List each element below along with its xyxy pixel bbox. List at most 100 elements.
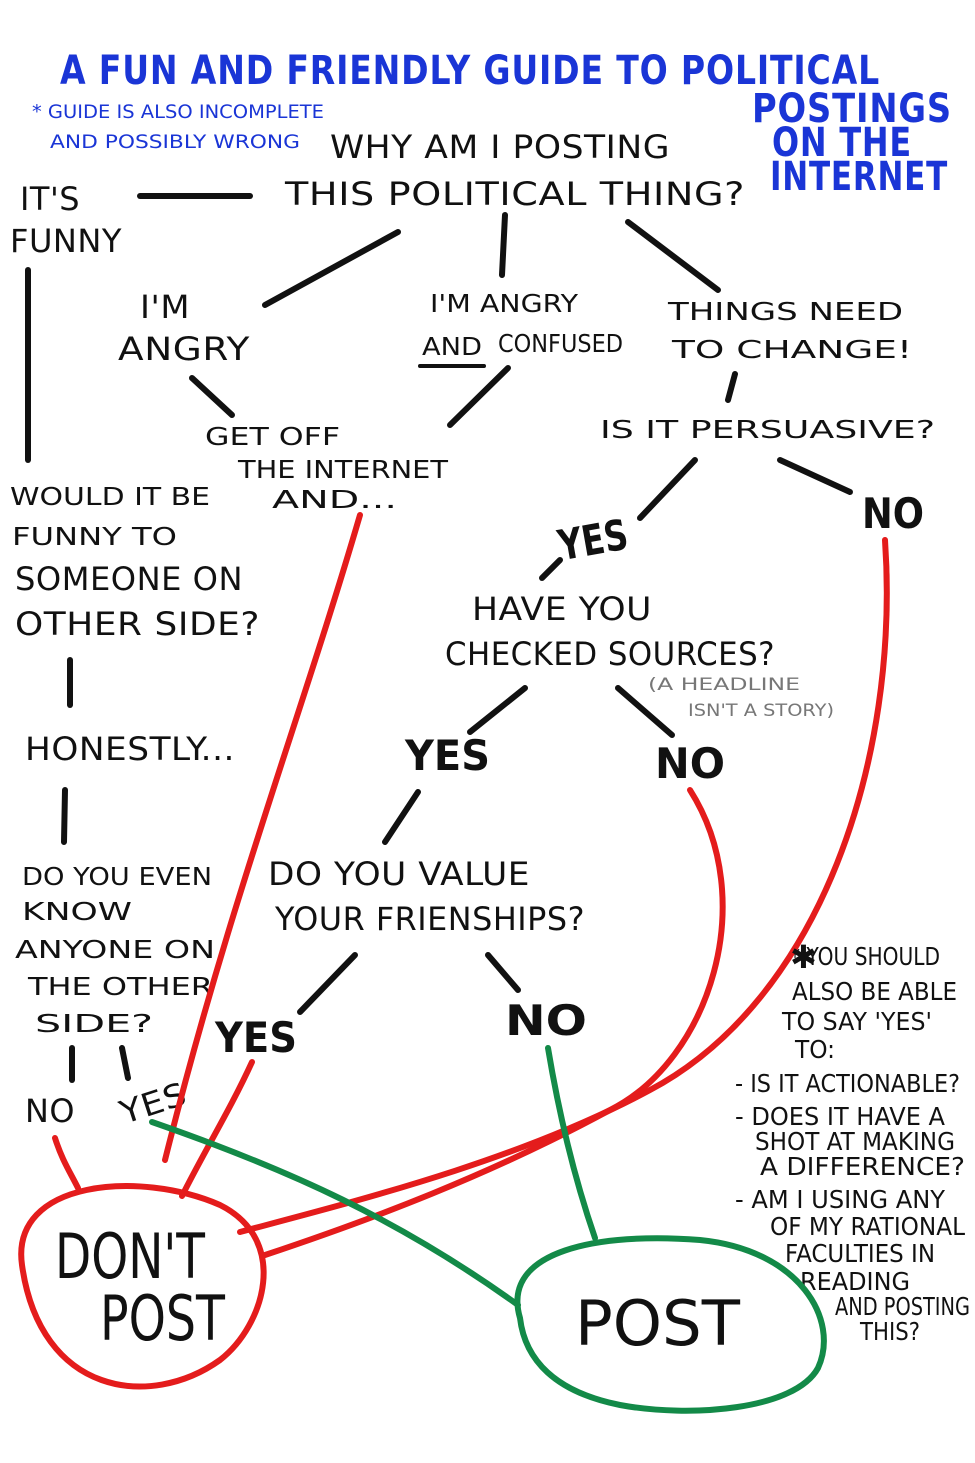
angry-node: I'M ANGRY bbox=[118, 288, 250, 368]
sources-line-2: CHECKED SOURCES? bbox=[445, 635, 775, 673]
friendships-yes-label: YES bbox=[214, 1013, 297, 1062]
persuasive-question: IS IT PERSUASIVE? bbox=[600, 415, 935, 444]
funny-q1-line-2: FUNNY TO bbox=[12, 522, 177, 551]
get-off-node: GET OFF THE INTERNET AND... bbox=[205, 422, 449, 514]
angry-line-1: I'M bbox=[140, 288, 190, 326]
footnote-line-7: SHOT AT MAKING bbox=[755, 1127, 955, 1156]
sources-no-label: NO bbox=[655, 739, 725, 788]
connector-friendships-no bbox=[485, 952, 521, 993]
disclaimer-line-2: AND POSSIBLY WRONG bbox=[50, 131, 300, 153]
root-line-2: THIS POLITICAL THING? bbox=[284, 175, 745, 213]
funny-q2-line-5: SIDE? bbox=[35, 1009, 153, 1038]
connectors bbox=[25, 193, 853, 1083]
change-line-2: TO CHANGE! bbox=[671, 335, 912, 364]
funny-branch: IT'S FUNNY WOULD IT BE FUNNY TO SOMEONE … bbox=[10, 180, 260, 1132]
connector-angry-getoff bbox=[189, 375, 235, 418]
connector-yes-friendships bbox=[382, 789, 421, 845]
funny-q2-line-1: DO YOU EVEN bbox=[22, 862, 212, 891]
footnote-line-2: ALSO BE ABLE bbox=[792, 977, 957, 1006]
persuasive-no-label: NO bbox=[862, 489, 924, 538]
angry-confused-node: I'M ANGRY AND CONFUSED bbox=[418, 289, 623, 368]
footnote-line-1: * YOU SHOULD bbox=[790, 942, 940, 971]
connector-friendships-yes bbox=[297, 952, 358, 1015]
green-paths bbox=[149, 1045, 827, 1414]
footnote-line-5: - IS IT ACTIONABLE? bbox=[735, 1069, 960, 1098]
friendships-no-label: NO bbox=[505, 996, 587, 1045]
title-line-2: POSTINGS bbox=[752, 86, 952, 132]
post-circle bbox=[514, 1235, 827, 1414]
funny-q2-line-2: KNOW bbox=[22, 897, 132, 926]
change-node: THINGS NEED TO CHANGE! IS IT PERSUASIVE?… bbox=[554, 297, 935, 570]
disclaimer: * GUIDE IS ALSO INCOMPLETE AND POSSIBLY … bbox=[32, 101, 324, 153]
outcome-labels: DON'T POST POST bbox=[55, 1220, 741, 1360]
get-off-line-2: THE INTERNET bbox=[237, 455, 449, 484]
title-line-4: INTERNET bbox=[770, 154, 948, 200]
footnote-line-12: READING bbox=[800, 1267, 910, 1296]
connector-sources-yes bbox=[467, 685, 528, 735]
footnote-line-3: TO SAY 'YES' bbox=[781, 1007, 932, 1036]
footnote-line-10: OF MY RATIONAL bbox=[770, 1212, 965, 1241]
footnote-line-4: TO: bbox=[794, 1035, 835, 1064]
red-path-funny-no bbox=[52, 1135, 81, 1191]
angry-confused-word: CONFUSED bbox=[498, 329, 623, 358]
green-path-friendships-no bbox=[545, 1045, 598, 1241]
connector-root-change bbox=[625, 219, 721, 293]
connector-q2-yes bbox=[119, 1045, 131, 1081]
title-line-3: ON THE bbox=[772, 120, 912, 166]
footnote-line-6: - DOES IT HAVE A bbox=[735, 1102, 945, 1131]
connector-change-persuasive bbox=[725, 371, 738, 403]
title: A FUN AND FRIENDLY GUIDE TO POLITICAL PO… bbox=[60, 48, 952, 200]
connector-honestly-q2 bbox=[61, 787, 68, 845]
angry-line-2: ANGRY bbox=[118, 330, 250, 368]
connector-confused-getoff bbox=[447, 365, 511, 428]
title-line-1: A FUN AND FRIENDLY GUIDE TO POLITICAL bbox=[60, 48, 880, 94]
connector-root-angry bbox=[262, 229, 401, 308]
sources-note-2: ISN'T A STORY) bbox=[688, 701, 834, 721]
footnote-line-13: AND POSTING bbox=[835, 1292, 970, 1321]
green-path-funny-yes bbox=[149, 1119, 521, 1308]
persuasive-yes-label: YES bbox=[554, 510, 632, 571]
friendships-line-1: DO YOU VALUE bbox=[268, 855, 530, 893]
angry-confused-and: AND bbox=[422, 332, 482, 361]
asterisk-icon: ✱ bbox=[790, 938, 817, 976]
red-path-getoff bbox=[162, 512, 363, 1163]
footnote: * YOU SHOULD ALSO BE ABLE TO SAY 'YES' T… bbox=[735, 942, 970, 1346]
friendships-node: DO YOU VALUE YOUR FRIENSHIPS? YES NO bbox=[214, 855, 587, 1062]
connector-sources-no bbox=[615, 685, 675, 738]
footnote-line-11: FACULTIES IN bbox=[785, 1239, 935, 1268]
dont-post-line-2: POST bbox=[100, 1282, 226, 1355]
dont-post-circle bbox=[18, 1183, 267, 1390]
funny-q1-line-3: SOMEONE ON bbox=[15, 560, 243, 598]
funny-no-label: NO bbox=[25, 1092, 75, 1130]
friendships-line-2: YOUR FRIENSHIPS? bbox=[274, 900, 585, 938]
footnote-line-14: THIS? bbox=[859, 1317, 920, 1346]
funny-q1-line-4: OTHER SIDE? bbox=[15, 605, 260, 643]
connector-persuasive-no bbox=[777, 457, 853, 495]
sources-yes-label: YES bbox=[404, 731, 490, 780]
red-path-persuasive-no bbox=[237, 537, 890, 1235]
footnote-line-8: A DIFFERENCE? bbox=[760, 1152, 965, 1181]
sources-note-1: (A HEADLINE bbox=[648, 675, 800, 695]
footnote-line-9: - AM I USING ANY bbox=[735, 1185, 946, 1214]
connector-yes-sources bbox=[539, 557, 563, 581]
red-path-friendships-yes bbox=[179, 1059, 255, 1199]
get-off-line-3: AND... bbox=[272, 485, 397, 514]
funny-label-1: IT'S bbox=[20, 180, 80, 218]
sources-node: HAVE YOU CHECKED SOURCES? (A HEADLINE IS… bbox=[404, 590, 834, 788]
root-line-1: WHY AM I POSTING bbox=[330, 128, 670, 166]
funny-q1-line-1: WOULD IT BE bbox=[10, 482, 210, 511]
post-label: POST bbox=[575, 1287, 741, 1360]
disclaimer-line-1: * GUIDE IS ALSO INCOMPLETE bbox=[32, 101, 324, 123]
change-line-1: THINGS NEED bbox=[667, 297, 903, 326]
funny-q2-line-4: THE OTHER bbox=[27, 972, 213, 1001]
root-question: WHY AM I POSTING THIS POLITICAL THING? bbox=[284, 128, 745, 213]
get-off-line-1: GET OFF bbox=[205, 422, 340, 451]
sources-line-1: HAVE YOU bbox=[472, 590, 652, 628]
funny-label-2: FUNNY bbox=[10, 222, 122, 260]
angry-confused-line-1: I'M ANGRY bbox=[430, 289, 579, 318]
honestly-text: HONESTLY... bbox=[25, 730, 235, 768]
funny-q2-line-3: ANYONE ON bbox=[15, 935, 215, 964]
connector-root-confused bbox=[499, 212, 508, 278]
dont-post-line-1: DON'T bbox=[55, 1220, 206, 1293]
